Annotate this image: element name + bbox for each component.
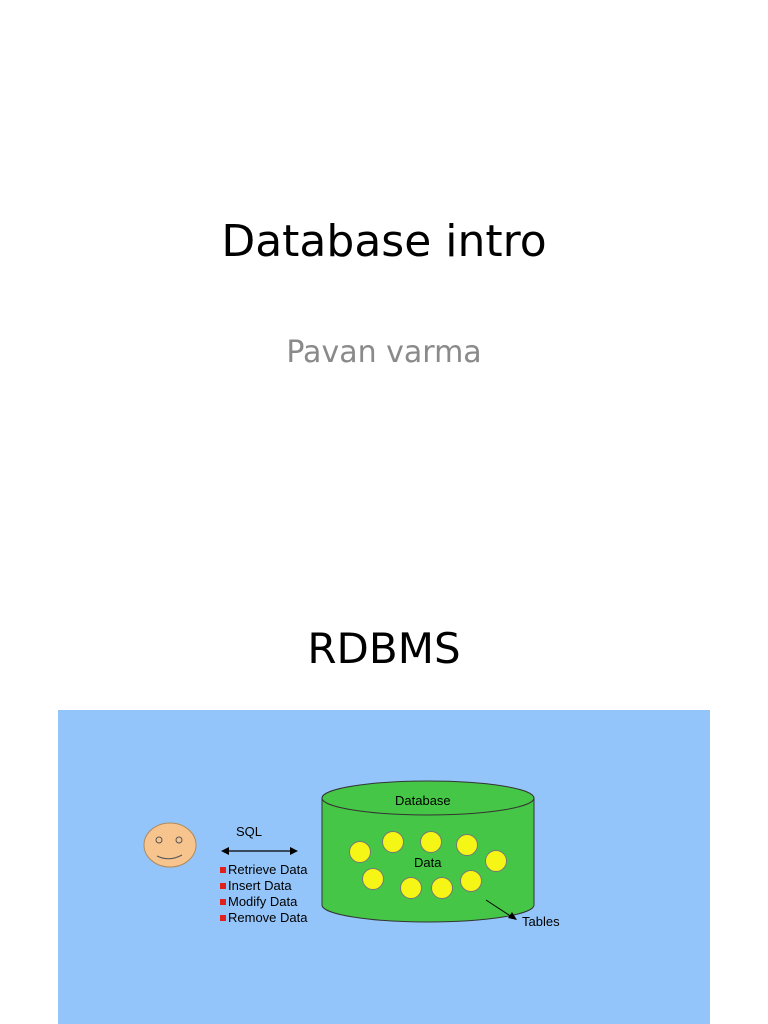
- database-label: Database: [395, 793, 451, 808]
- data-label: Data: [414, 855, 442, 870]
- operation-label: Remove Data: [228, 910, 308, 925]
- diagram-graphic: [58, 710, 710, 1024]
- operation-label: Insert Data: [228, 878, 292, 893]
- operation-label: Modify Data: [228, 894, 298, 909]
- bullet-icon: [220, 899, 226, 905]
- sql-label: SQL: [236, 824, 263, 839]
- data-dot: [460, 870, 482, 892]
- tables-label: Tables: [522, 914, 560, 929]
- data-dot: [485, 850, 507, 872]
- operation-label: Retrieve Data: [228, 862, 308, 877]
- data-dot: [431, 877, 453, 899]
- data-dot: [420, 831, 442, 853]
- data-dot: [362, 868, 384, 890]
- list-item: Remove Data: [220, 910, 307, 926]
- data-dot: [456, 834, 478, 856]
- data-dot: [382, 831, 404, 853]
- bullet-icon: [220, 867, 226, 873]
- tables-arrow-icon: [485, 899, 517, 920]
- list-item: Retrieve Data: [220, 862, 307, 878]
- sql-arrow-icon: [221, 847, 298, 855]
- sql-operations-list: Retrieve Data Insert Data Modify Data Re…: [220, 862, 307, 926]
- rdbms-slide-title: RDBMS: [307, 624, 461, 673]
- list-item: Modify Data: [220, 894, 307, 910]
- data-dot: [349, 841, 371, 863]
- bullet-icon: [220, 883, 226, 889]
- slide-subtitle: Pavan varma: [286, 335, 482, 370]
- bullet-icon: [220, 915, 226, 921]
- user-face-icon: [143, 822, 197, 868]
- rdbms-diagram: SQL Database Data Tables Retrieve Data I…: [58, 710, 710, 1024]
- data-dot: [400, 877, 422, 899]
- list-item: Insert Data: [220, 878, 307, 894]
- slide-title: Database intro: [221, 216, 547, 267]
- data-dots: [349, 831, 507, 899]
- database-cylinder-icon: [321, 780, 535, 923]
